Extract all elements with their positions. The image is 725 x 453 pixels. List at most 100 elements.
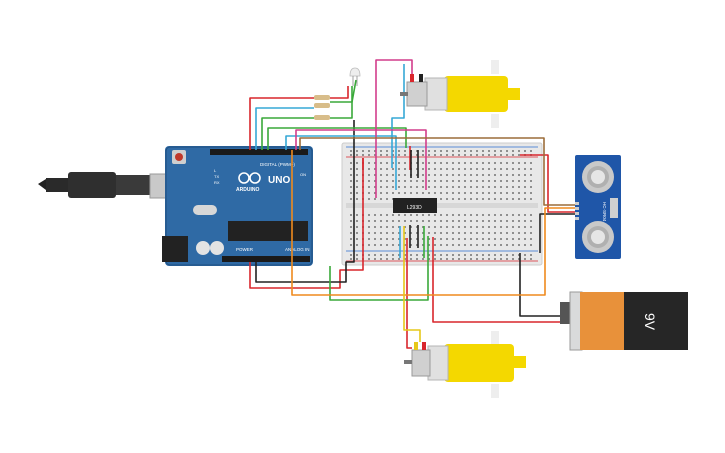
breadboard-hole <box>506 192 508 194</box>
breadboard-hole <box>434 214 436 216</box>
breadboard-hole <box>422 192 424 194</box>
breadboard-hole <box>518 232 520 234</box>
breadboard-hole <box>428 186 430 188</box>
breadboard-hole <box>380 198 382 200</box>
breadboard-hole <box>494 254 496 256</box>
breadboard-hole <box>380 192 382 194</box>
breadboard-hole <box>524 244 526 246</box>
breadboard-hole <box>494 186 496 188</box>
breadboard-hole <box>446 214 448 216</box>
wire-red <box>249 158 364 289</box>
breadboard-hole <box>512 186 514 188</box>
breadboard-hole <box>440 192 442 194</box>
breadboard-hole <box>518 214 520 216</box>
breadboard-hole <box>518 168 520 170</box>
breadboard-hole <box>530 232 532 234</box>
breadboard-hole <box>494 180 496 182</box>
breadboard-hole <box>392 162 394 164</box>
breadboard-hole <box>434 220 436 222</box>
breadboard-hole <box>440 154 442 156</box>
breadboard-hole <box>476 232 478 234</box>
on-label: ON <box>300 172 306 177</box>
breadboard-hole <box>476 214 478 216</box>
breadboard-hole <box>386 220 388 222</box>
breadboard-hole <box>494 220 496 222</box>
arduino-logo-icon <box>249 172 261 184</box>
breadboard-hole <box>422 254 424 256</box>
breadboard-hole <box>404 254 406 256</box>
ultrasonic-sensor: HC-SR04 <box>575 155 621 259</box>
breadboard-hole <box>512 180 514 182</box>
breadboard-hole <box>530 198 532 200</box>
breadboard-hole <box>410 226 412 228</box>
breadboard-hole <box>380 254 382 256</box>
breadboard-hole <box>500 168 502 170</box>
breadboard-hole <box>464 154 466 156</box>
breadboard-hole <box>380 244 382 246</box>
breadboard-hole <box>428 244 430 246</box>
breadboard-hole <box>404 180 406 182</box>
breadboard-hole <box>470 258 472 260</box>
breadboard-hole <box>530 254 532 256</box>
breadboard-hole <box>446 186 448 188</box>
breadboard-hole <box>458 244 460 246</box>
breadboard-hole <box>464 162 466 164</box>
breadboard-hole <box>416 186 418 188</box>
breadboard-hole <box>506 168 508 170</box>
breadboard-hole <box>452 198 454 200</box>
power-analog-header <box>222 256 310 262</box>
breadboard-hole <box>440 238 442 240</box>
breadboard-hole <box>380 220 382 222</box>
breadboard-hole <box>476 238 478 240</box>
breadboard-hole <box>500 162 502 164</box>
breadboard-hole <box>524 192 526 194</box>
breadboard-hole <box>398 192 400 194</box>
breadboard-hole <box>470 192 472 194</box>
breadboard-hole <box>398 226 400 228</box>
breadboard-hole <box>440 174 442 176</box>
breadboard-hole <box>530 244 532 246</box>
tx-label: TX <box>214 174 219 179</box>
breadboard-hole <box>500 238 502 240</box>
breadboard-hole <box>482 214 484 216</box>
breadboard-hole <box>392 186 394 188</box>
breadboard-hole <box>464 244 466 246</box>
breadboard-hole <box>356 154 358 156</box>
breadboard-hole <box>350 258 352 260</box>
breadboard-hole <box>488 254 490 256</box>
breadboard-hole <box>428 214 430 216</box>
breadboard-hole <box>350 154 352 156</box>
breadboard-hole <box>368 214 370 216</box>
breadboard-hole <box>446 198 448 200</box>
breadboard-hole <box>398 150 400 152</box>
breadboard-hole <box>380 180 382 182</box>
breadboard-hole <box>428 258 430 260</box>
breadboard-hole <box>476 198 478 200</box>
analog-in-label: ANALOG IN <box>285 247 310 252</box>
breadboard-hole <box>434 226 436 228</box>
breadboard-hole <box>428 232 430 234</box>
breadboard-hole <box>512 254 514 256</box>
breadboard-hole <box>380 238 382 240</box>
breadboard-hole <box>350 244 352 246</box>
breadboard-hole <box>458 174 460 176</box>
breadboard-hole <box>434 168 436 170</box>
wire-black <box>519 253 562 317</box>
breadboard-hole <box>386 192 388 194</box>
breadboard-hole <box>458 232 460 234</box>
breadboard-hole <box>470 150 472 152</box>
breadboard-hole <box>506 174 508 176</box>
breadboard-hole <box>416 150 418 152</box>
breadboard-hole <box>482 186 484 188</box>
breadboard-hole <box>446 232 448 234</box>
breadboard-hole <box>470 162 472 164</box>
breadboard-hole <box>410 254 412 256</box>
breadboard-hole <box>398 258 400 260</box>
breadboard-hole <box>464 220 466 222</box>
breadboard-hole <box>506 154 508 156</box>
breadboard-hole <box>476 162 478 164</box>
wire-magenta <box>375 59 413 76</box>
breadboard-hole <box>506 180 508 182</box>
breadboard-hole <box>506 198 508 200</box>
breadboard-hole <box>446 180 448 182</box>
